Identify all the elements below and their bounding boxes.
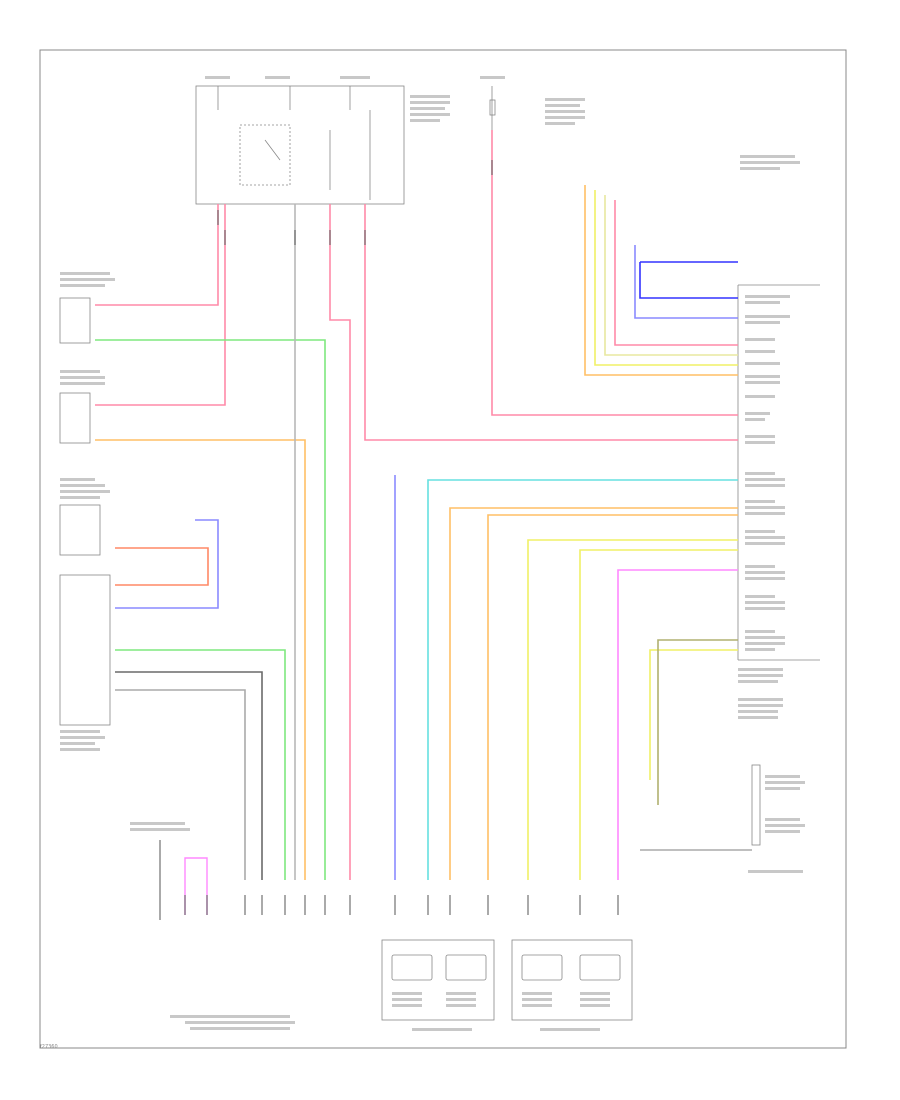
wire-blue-right xyxy=(634,245,738,319)
wire-pink-fuse-left xyxy=(95,204,219,306)
wire-orange-left xyxy=(95,439,306,880)
left-components xyxy=(59,297,111,726)
bottom-connector-ticks xyxy=(217,160,619,915)
left-component-labels xyxy=(60,272,115,751)
wire-dark xyxy=(115,671,263,880)
wire-stubs xyxy=(115,185,752,880)
wire-green-lower xyxy=(115,649,286,880)
fuse-relay-block xyxy=(195,85,405,205)
wire-orange-right xyxy=(487,514,738,880)
wire-magenta xyxy=(617,569,738,880)
bottom-sensor-boxes xyxy=(381,939,633,1021)
bottom-left-ground xyxy=(159,840,208,920)
diagram-frame xyxy=(39,49,847,1049)
bottom-sensor-labels xyxy=(130,822,610,1031)
wire-cyan xyxy=(427,479,738,880)
wire-pink-fuse-right xyxy=(95,204,226,406)
fuse-relay-block-labels xyxy=(205,76,450,122)
right-connector-block xyxy=(737,284,820,846)
wire-layer xyxy=(95,130,738,880)
right-connector-labels xyxy=(738,155,805,873)
wire-green-upper xyxy=(95,339,326,880)
wire-yellow xyxy=(527,539,738,880)
fuse-right xyxy=(489,86,496,130)
magenta-loop xyxy=(184,857,208,915)
fuse-right-labels xyxy=(480,76,585,125)
diagram-code: f27360 xyxy=(40,1044,58,1050)
wire-pink-main xyxy=(364,204,738,441)
wire-pink-ignition xyxy=(491,130,738,416)
